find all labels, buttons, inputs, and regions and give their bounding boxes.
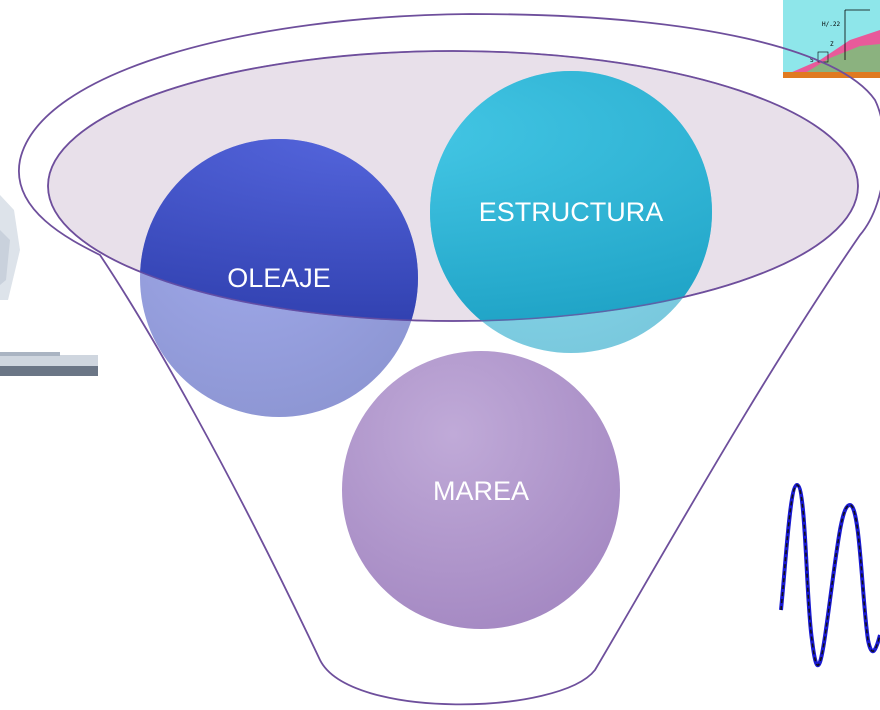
breakwater-thumbnail: H/.22 Z S — [783, 0, 880, 78]
estructura-label: ESTRUCTURA — [479, 197, 664, 227]
breakwater-label-s: S — [810, 57, 814, 64]
marea-circle — [342, 351, 620, 629]
wave-plot-fragment — [779, 482, 880, 668]
funnel-outline — [17, 13, 880, 706]
marea-label: MAREA — [433, 476, 529, 506]
breakwater-label-h: H/.22 — [822, 21, 840, 28]
breakwater-label-z: Z — [830, 41, 834, 48]
left-photo-fragment — [0, 195, 98, 376]
oleaje-label: OLEAJE — [227, 263, 331, 293]
